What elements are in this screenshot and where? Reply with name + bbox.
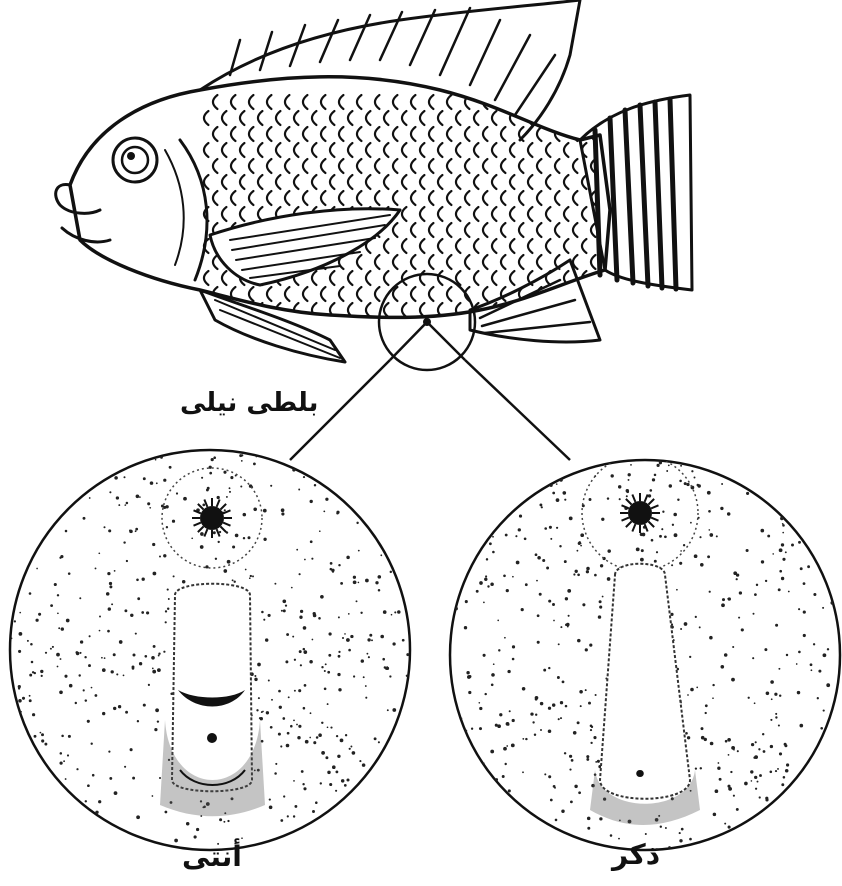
female-urinary-pore	[207, 733, 217, 743]
tilapia-fish	[56, 0, 692, 370]
male-label: ذكر	[612, 838, 660, 871]
female-label: أنثى	[182, 840, 242, 873]
fish-mouth	[56, 185, 110, 242]
fish-eye	[113, 138, 157, 182]
male-anus	[628, 501, 652, 525]
pectoral-fin	[210, 209, 400, 285]
fish-species-label: بلطى نيلى	[180, 388, 318, 418]
anal-fin	[470, 260, 600, 342]
dorsal-fin-rays	[230, 8, 555, 115]
fish-scales	[204, 95, 596, 333]
female-anus	[200, 506, 224, 530]
male-detail	[450, 455, 840, 850]
female-papilla	[172, 584, 252, 792]
male-genital-pore	[636, 770, 644, 777]
female-detail	[10, 450, 410, 850]
